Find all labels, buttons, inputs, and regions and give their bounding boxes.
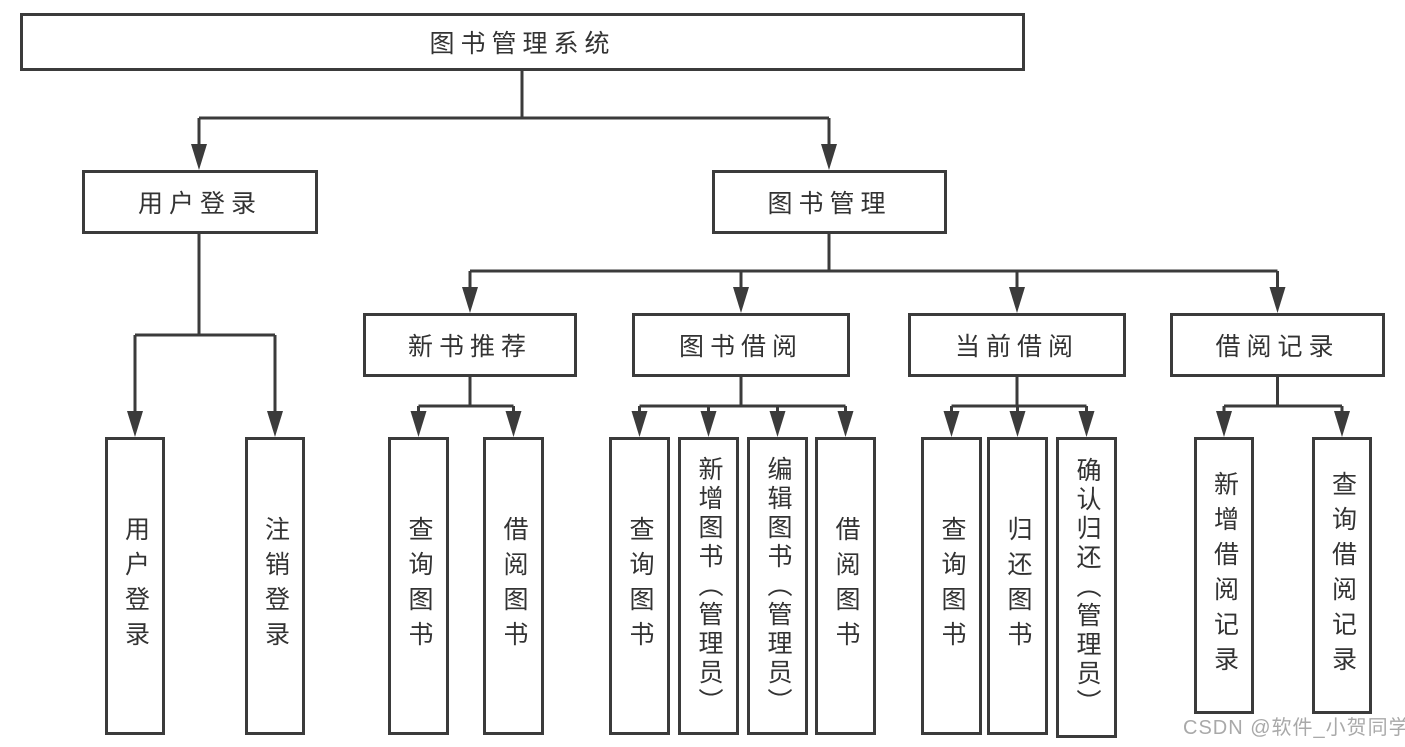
arrow-down-icon bbox=[837, 411, 854, 437]
leaf-query-book: 查询图书 bbox=[609, 437, 670, 735]
leaf-add-book-admin: 新增图书（管理员） bbox=[678, 437, 739, 735]
arrow-down-icon bbox=[505, 411, 522, 437]
arrow-down-icon bbox=[410, 411, 427, 437]
leaf-query-book: 查询图书 bbox=[921, 437, 982, 735]
arrow-down-icon bbox=[700, 411, 717, 437]
csdn-watermark: CSDN @软件_小贺同学 bbox=[1183, 717, 1405, 739]
arrow-down-icon bbox=[462, 287, 478, 313]
leaf-user-login: 用户登录 bbox=[105, 437, 165, 735]
node-new-book-recommend: 新书推荐 bbox=[363, 313, 577, 377]
leaf-borrow-book: 借阅图书 bbox=[815, 437, 876, 735]
arrowheads bbox=[127, 144, 1350, 437]
node-book-management: 图书管理 bbox=[712, 170, 947, 234]
node-borrowing-records: 借阅记录 bbox=[1170, 313, 1385, 377]
arrow-down-icon bbox=[1009, 287, 1025, 313]
arrow-down-icon bbox=[191, 144, 207, 170]
arrow-down-icon bbox=[267, 411, 283, 437]
leaf-query-book: 查询图书 bbox=[388, 437, 449, 735]
arrow-down-icon bbox=[631, 411, 648, 437]
leaf-confirm-return-admin: 确认归还（管理员） bbox=[1056, 437, 1117, 738]
arrow-down-icon bbox=[127, 411, 143, 437]
connector-path bbox=[133, 70, 1344, 411]
node-current-borrowing: 当前借阅 bbox=[908, 313, 1126, 377]
arrow-down-icon bbox=[769, 411, 786, 437]
arrow-down-icon bbox=[1216, 411, 1232, 437]
leaf-return-book: 归还图书 bbox=[987, 437, 1048, 735]
leaf-edit-book-admin: 编辑图书（管理员） bbox=[747, 437, 808, 735]
node-book-borrowing: 图书借阅 bbox=[632, 313, 850, 377]
arrow-down-icon bbox=[1334, 411, 1350, 437]
arrow-down-icon bbox=[821, 144, 837, 170]
arrow-down-icon bbox=[733, 287, 749, 313]
leaf-borrow-book: 借阅图书 bbox=[483, 437, 544, 735]
leaf-add-borrow-record: 新增借阅记录 bbox=[1194, 437, 1254, 714]
arrow-down-icon bbox=[1269, 287, 1286, 313]
leaf-logout: 注销登录 bbox=[245, 437, 305, 735]
arrow-down-icon bbox=[943, 411, 960, 437]
leaf-query-borrow-record: 查询借阅记录 bbox=[1312, 437, 1372, 714]
node-user-login: 用户登录 bbox=[82, 170, 318, 234]
node-root-system: 图书管理系统 bbox=[20, 13, 1025, 71]
arrow-down-icon bbox=[1009, 411, 1026, 437]
arrow-down-icon bbox=[1078, 411, 1095, 437]
